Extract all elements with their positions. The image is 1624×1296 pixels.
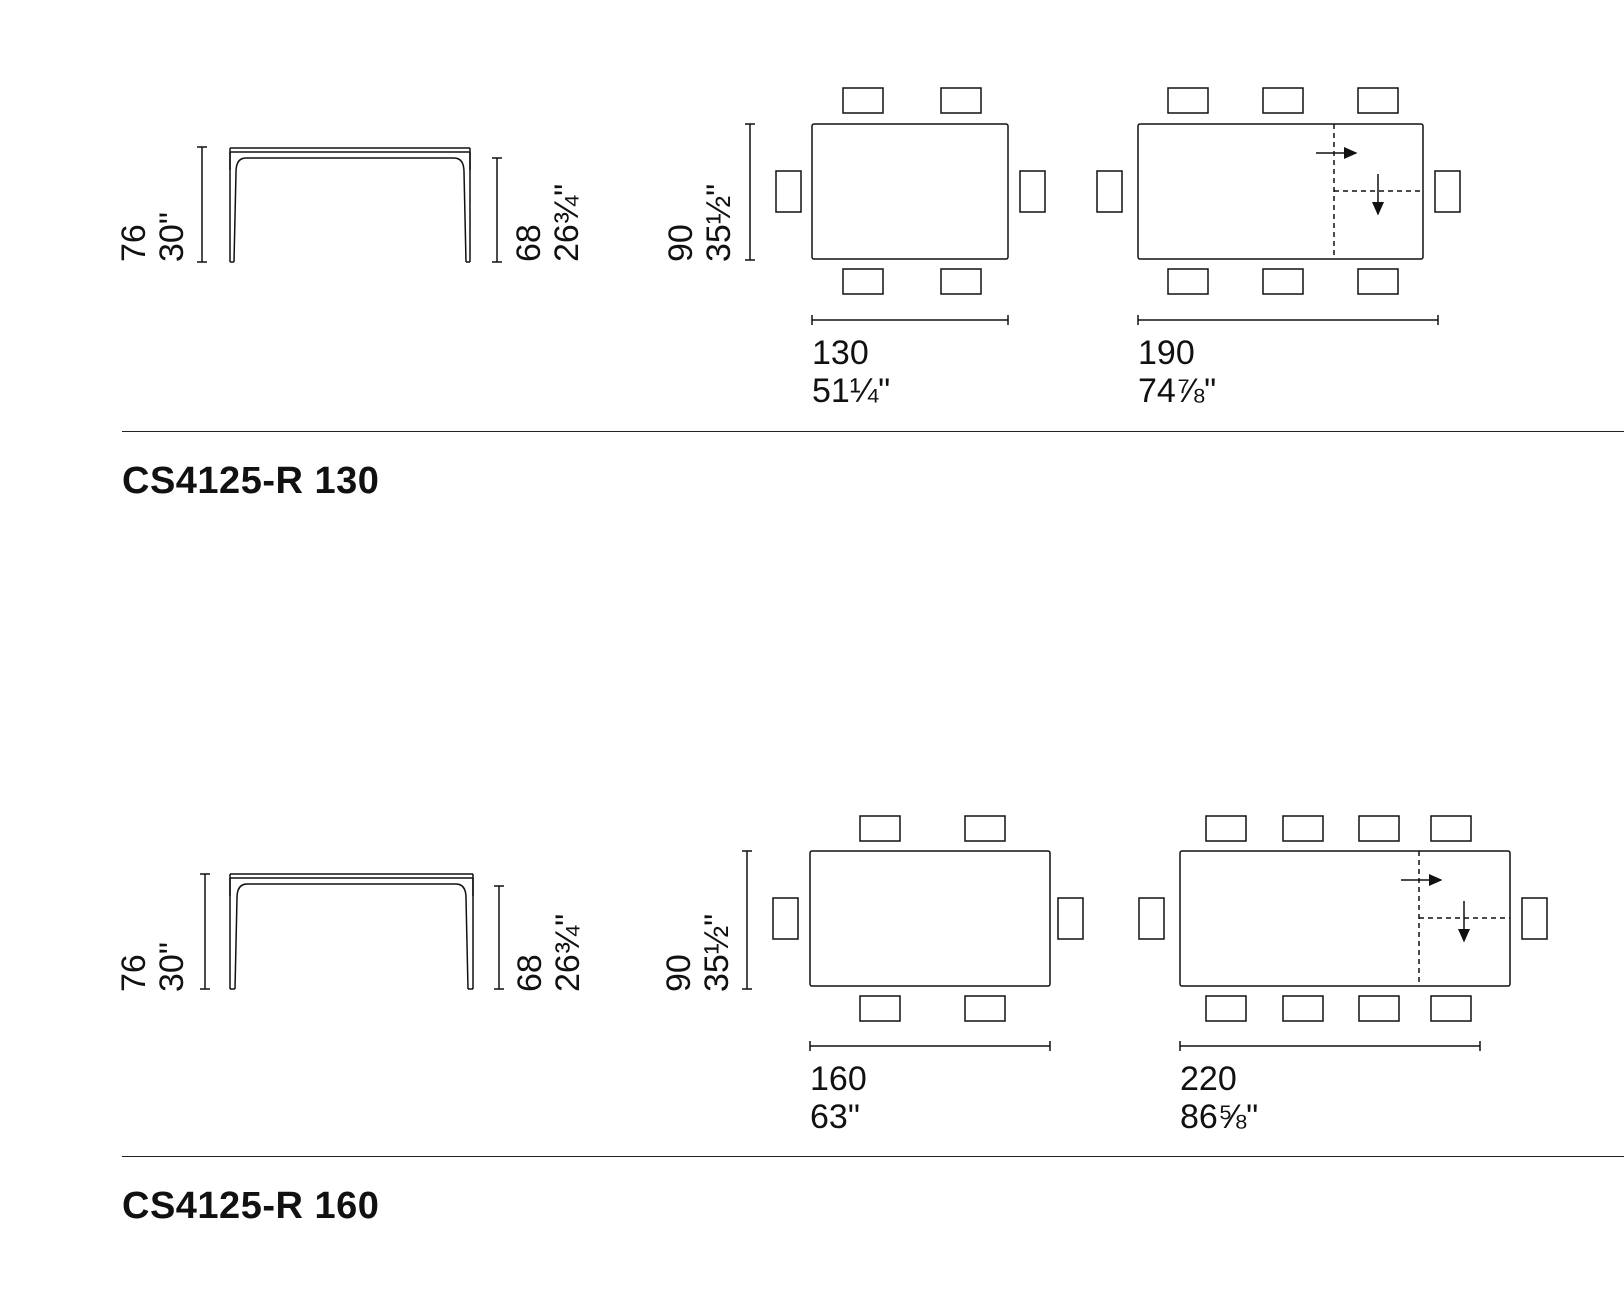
chair — [964, 815, 1006, 842]
under-height-cm: 68 — [510, 224, 548, 262]
section-divider — [122, 431, 1624, 432]
depth-dimension-line — [745, 123, 755, 261]
chair — [1357, 87, 1399, 114]
chair — [1096, 170, 1123, 213]
chair — [859, 815, 901, 842]
height-cm: 76 — [115, 954, 153, 992]
height-in: 30" — [153, 212, 191, 262]
depth-cm: 90 — [660, 954, 698, 992]
chair — [1430, 995, 1472, 1022]
table-side-view — [229, 873, 474, 990]
chair — [1282, 815, 1324, 842]
chair — [1019, 170, 1046, 213]
chair — [1358, 815, 1400, 842]
table-side-view — [229, 147, 471, 263]
height-dimension-line — [197, 146, 207, 263]
plan-extended-190 — [1096, 87, 1461, 325]
chair — [1521, 897, 1548, 940]
section-divider — [122, 1156, 1624, 1157]
chair — [1205, 995, 1247, 1022]
open-length-in: 74⅞" — [1138, 372, 1216, 410]
section-160-drawings — [200, 815, 1548, 1051]
closed-length-cm: 130 — [812, 334, 869, 372]
chair — [842, 268, 884, 295]
chair — [1434, 170, 1461, 213]
plan-extended-220 — [1138, 815, 1548, 1051]
height-in: 30" — [153, 942, 191, 992]
chair — [1138, 897, 1165, 940]
open-length-cm: 190 — [1138, 334, 1195, 372]
chair — [772, 897, 799, 940]
chair — [1358, 995, 1400, 1022]
closed-length-cm: 160 — [810, 1060, 867, 1098]
section-160-labels: 76 30" 68 26¾" 90 35½" 160 63" 220 86⅝" — [115, 914, 1258, 1136]
under-height-cm: 68 — [511, 954, 549, 992]
chair — [1057, 897, 1084, 940]
chair — [1262, 87, 1304, 114]
chair — [1167, 268, 1209, 295]
chair — [842, 87, 884, 114]
depth-in: 35½" — [698, 914, 736, 992]
height-dimension-line — [200, 873, 210, 990]
closed-length-in: 63" — [810, 1098, 860, 1136]
chair — [940, 87, 982, 114]
model-title: CS4125-R 160 — [122, 1185, 380, 1227]
section-130-drawings — [197, 87, 1461, 325]
chair — [1205, 815, 1247, 842]
chair — [964, 995, 1006, 1022]
chair — [940, 268, 982, 295]
open-length-in: 86⅝" — [1180, 1098, 1258, 1136]
under-height-in: 26¾" — [549, 914, 587, 992]
depth-dimension-line — [742, 850, 752, 990]
plan-closed-160 — [772, 815, 1084, 1051]
section-130-labels: 76 30" 68 26¾" 90 35½" 130 51¼" 190 74⅞" — [115, 184, 1216, 410]
chair — [859, 995, 901, 1022]
depth-in: 35½" — [700, 184, 738, 262]
chair — [775, 170, 802, 213]
depth-cm: 90 — [662, 224, 700, 262]
closed-length-in: 51¼" — [812, 372, 890, 410]
chair — [1262, 268, 1304, 295]
chair — [1357, 268, 1399, 295]
under-height-dimension-line — [494, 885, 504, 990]
chair — [1282, 995, 1324, 1022]
plan-closed-130 — [775, 87, 1046, 325]
chair — [1430, 815, 1472, 842]
model-title: CS4125-R 130 — [122, 460, 380, 502]
chair — [1167, 87, 1209, 114]
open-length-cm: 220 — [1180, 1060, 1237, 1098]
under-height-dimension-line — [492, 157, 502, 263]
height-cm: 76 — [115, 224, 153, 262]
under-height-in: 26¾" — [548, 184, 586, 262]
